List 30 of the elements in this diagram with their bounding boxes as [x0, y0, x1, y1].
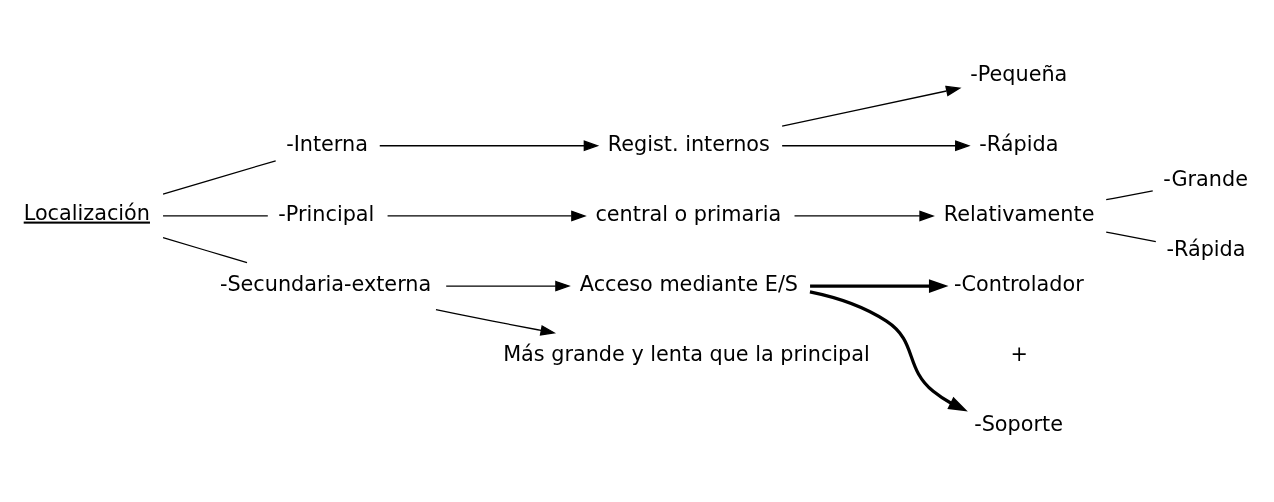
node-text: Relativamente — [943, 201, 1095, 226]
node-text: -Soporte — [974, 412, 1063, 437]
node-text: Regist. internos — [607, 131, 770, 156]
arrow — [781, 85, 962, 127]
arrow — [445, 280, 571, 292]
arrow — [435, 308, 557, 336]
connector — [162, 215, 269, 217]
arrow — [809, 290, 968, 412]
connector — [162, 237, 248, 264]
node-text: -Interna — [286, 131, 368, 156]
connector — [162, 160, 277, 195]
node-text: -Principal — [278, 201, 375, 226]
node-text: Más grande y lenta que la principal — [503, 342, 870, 367]
connector — [1105, 231, 1157, 243]
node-text: Acceso mediante E/S — [579, 272, 799, 297]
arrow — [810, 279, 949, 293]
node-text: -Secundaria-externa — [219, 272, 432, 297]
arrow — [793, 210, 935, 222]
arrow — [781, 140, 971, 152]
node-text: -Rápida — [979, 131, 1059, 156]
arrow — [379, 140, 600, 152]
node-text: central o primaria — [595, 201, 782, 226]
arrow — [386, 210, 587, 222]
node-text: -Pequeña — [970, 61, 1068, 86]
node-text: Localización — [23, 200, 150, 225]
label: + — [1010, 342, 1028, 367]
node-text: -Grande — [1163, 166, 1248, 191]
node-text: -Controlador — [954, 272, 1084, 297]
node-text: -Rápida — [1166, 236, 1246, 261]
connector — [1105, 190, 1154, 201]
